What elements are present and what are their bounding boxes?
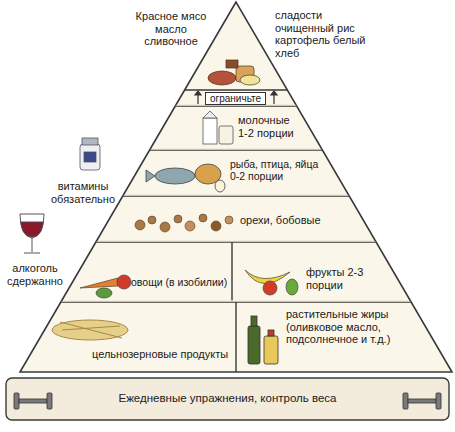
tier-text: овощи (в изобилии)	[131, 276, 231, 288]
fish-poultry-foods	[146, 164, 225, 192]
tier-text: фрукты 2-3 порции	[306, 266, 372, 291]
tier-text: сладости очищенный рис картофель белый х…	[275, 9, 367, 60]
base-band	[6, 378, 449, 420]
food-tier: орехи, бобовые	[240, 214, 340, 232]
side-note: алкоголь сдержанно	[2, 262, 68, 287]
dumbbell-icon	[14, 393, 441, 409]
tier-text: цельнозерновые продукты	[92, 348, 232, 361]
food-tier: молочные 1-2 порции	[238, 114, 300, 146]
tier-text: растительные жиры (оливковое масло, подс…	[286, 308, 410, 346]
wine-glass	[20, 214, 44, 253]
tier-text: ограничьте	[210, 93, 261, 104]
tier-text: Красное мясо масло сливочное	[132, 10, 210, 48]
tier-text: орехи, бобовые	[240, 214, 340, 227]
food-tier: Красное мясо масло сливочное сладости очи…	[130, 6, 370, 90]
pyramid-outline	[20, 2, 452, 372]
side-note: витамины обязательно	[42, 180, 124, 205]
food-tier: цельнозерновые продукты	[92, 348, 232, 366]
tier-text: Ежедневные упражнения, контроль веса	[70, 392, 385, 405]
fruit-foods	[245, 270, 298, 295]
food-tier: Ежедневные упражнения, контроль веса	[70, 392, 385, 410]
up-arrows	[195, 91, 277, 104]
food-tier: рыба, птица, яйца 0-2 порции	[230, 158, 322, 192]
food-tier: фрукты 2-3 порции	[306, 266, 372, 298]
vitamin-bottle	[80, 138, 100, 170]
grain-foods	[52, 320, 128, 340]
limit-box: ограничьте	[205, 92, 266, 105]
tier-text: молочные 1-2 порции	[238, 114, 300, 139]
oil-bottles	[248, 316, 278, 364]
vegetable-foods	[80, 275, 131, 298]
top-foods	[208, 60, 260, 85]
food-tier: растительные жиры (оливковое масло, подс…	[286, 308, 410, 358]
nuts-foods	[135, 214, 233, 232]
food-tier: овощи (в изобилии)	[131, 276, 231, 294]
tier-text: рыба, птица, яйца 0-2 порции	[230, 158, 322, 182]
dairy-foods	[203, 111, 233, 144]
